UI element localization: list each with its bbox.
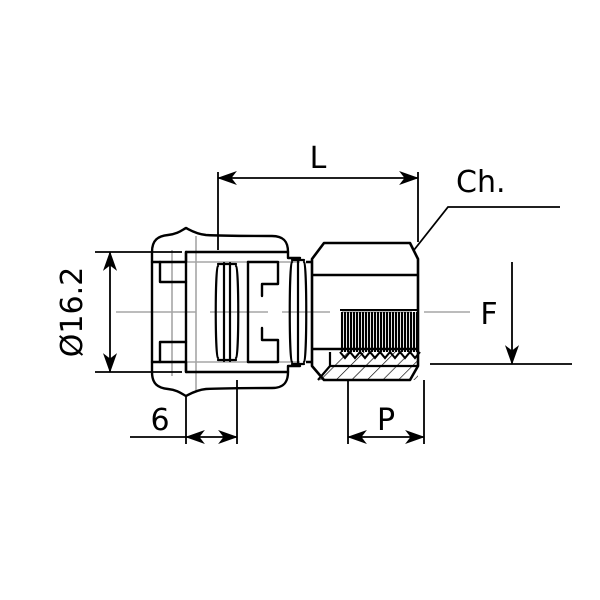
chamfer-leader-group	[413, 206, 560, 251]
mid-rib-1	[288, 260, 294, 364]
dimension-thread-length-group	[347, 380, 425, 445]
diameter-label: Ø16.2	[55, 267, 90, 357]
mid-rib-3	[302, 260, 308, 364]
chamfer-label: Ch.	[456, 165, 506, 200]
thread-crest-profile	[339, 350, 421, 360]
chamfer-leader-line	[413, 206, 560, 251]
dimension-across-flats-group	[430, 262, 572, 365]
section-hatch-outline	[317, 352, 418, 381]
body-outline-group	[150, 226, 302, 398]
bore-step-bottom	[158, 340, 188, 364]
short-length-label: 6	[150, 403, 169, 438]
seal-rib-1	[214, 264, 220, 360]
length-label: L	[310, 141, 327, 176]
section-hatch-region	[318, 366, 418, 380]
dimension-length-group	[217, 170, 419, 250]
seal-rib-4	[234, 264, 240, 360]
nut-left-shoulder	[306, 260, 312, 364]
seal-ribs-group	[214, 261, 240, 363]
bore-step-top	[158, 260, 188, 284]
collar-top-wave	[150, 226, 290, 254]
internal-pocket-upper	[246, 260, 280, 298]
internal-pocket-lower	[246, 326, 280, 364]
body-lower-profile	[150, 360, 302, 374]
across-flats-label: F	[480, 297, 497, 332]
collar-bottom-wave	[150, 370, 290, 398]
dimension-diameter-group	[95, 251, 182, 373]
body-upper-profile	[150, 250, 302, 264]
mid-collar-ribs-group	[288, 257, 308, 367]
thread-length-label: P	[377, 403, 395, 438]
dimension-short-length-group	[130, 380, 238, 445]
thread-lines-group	[340, 312, 419, 352]
